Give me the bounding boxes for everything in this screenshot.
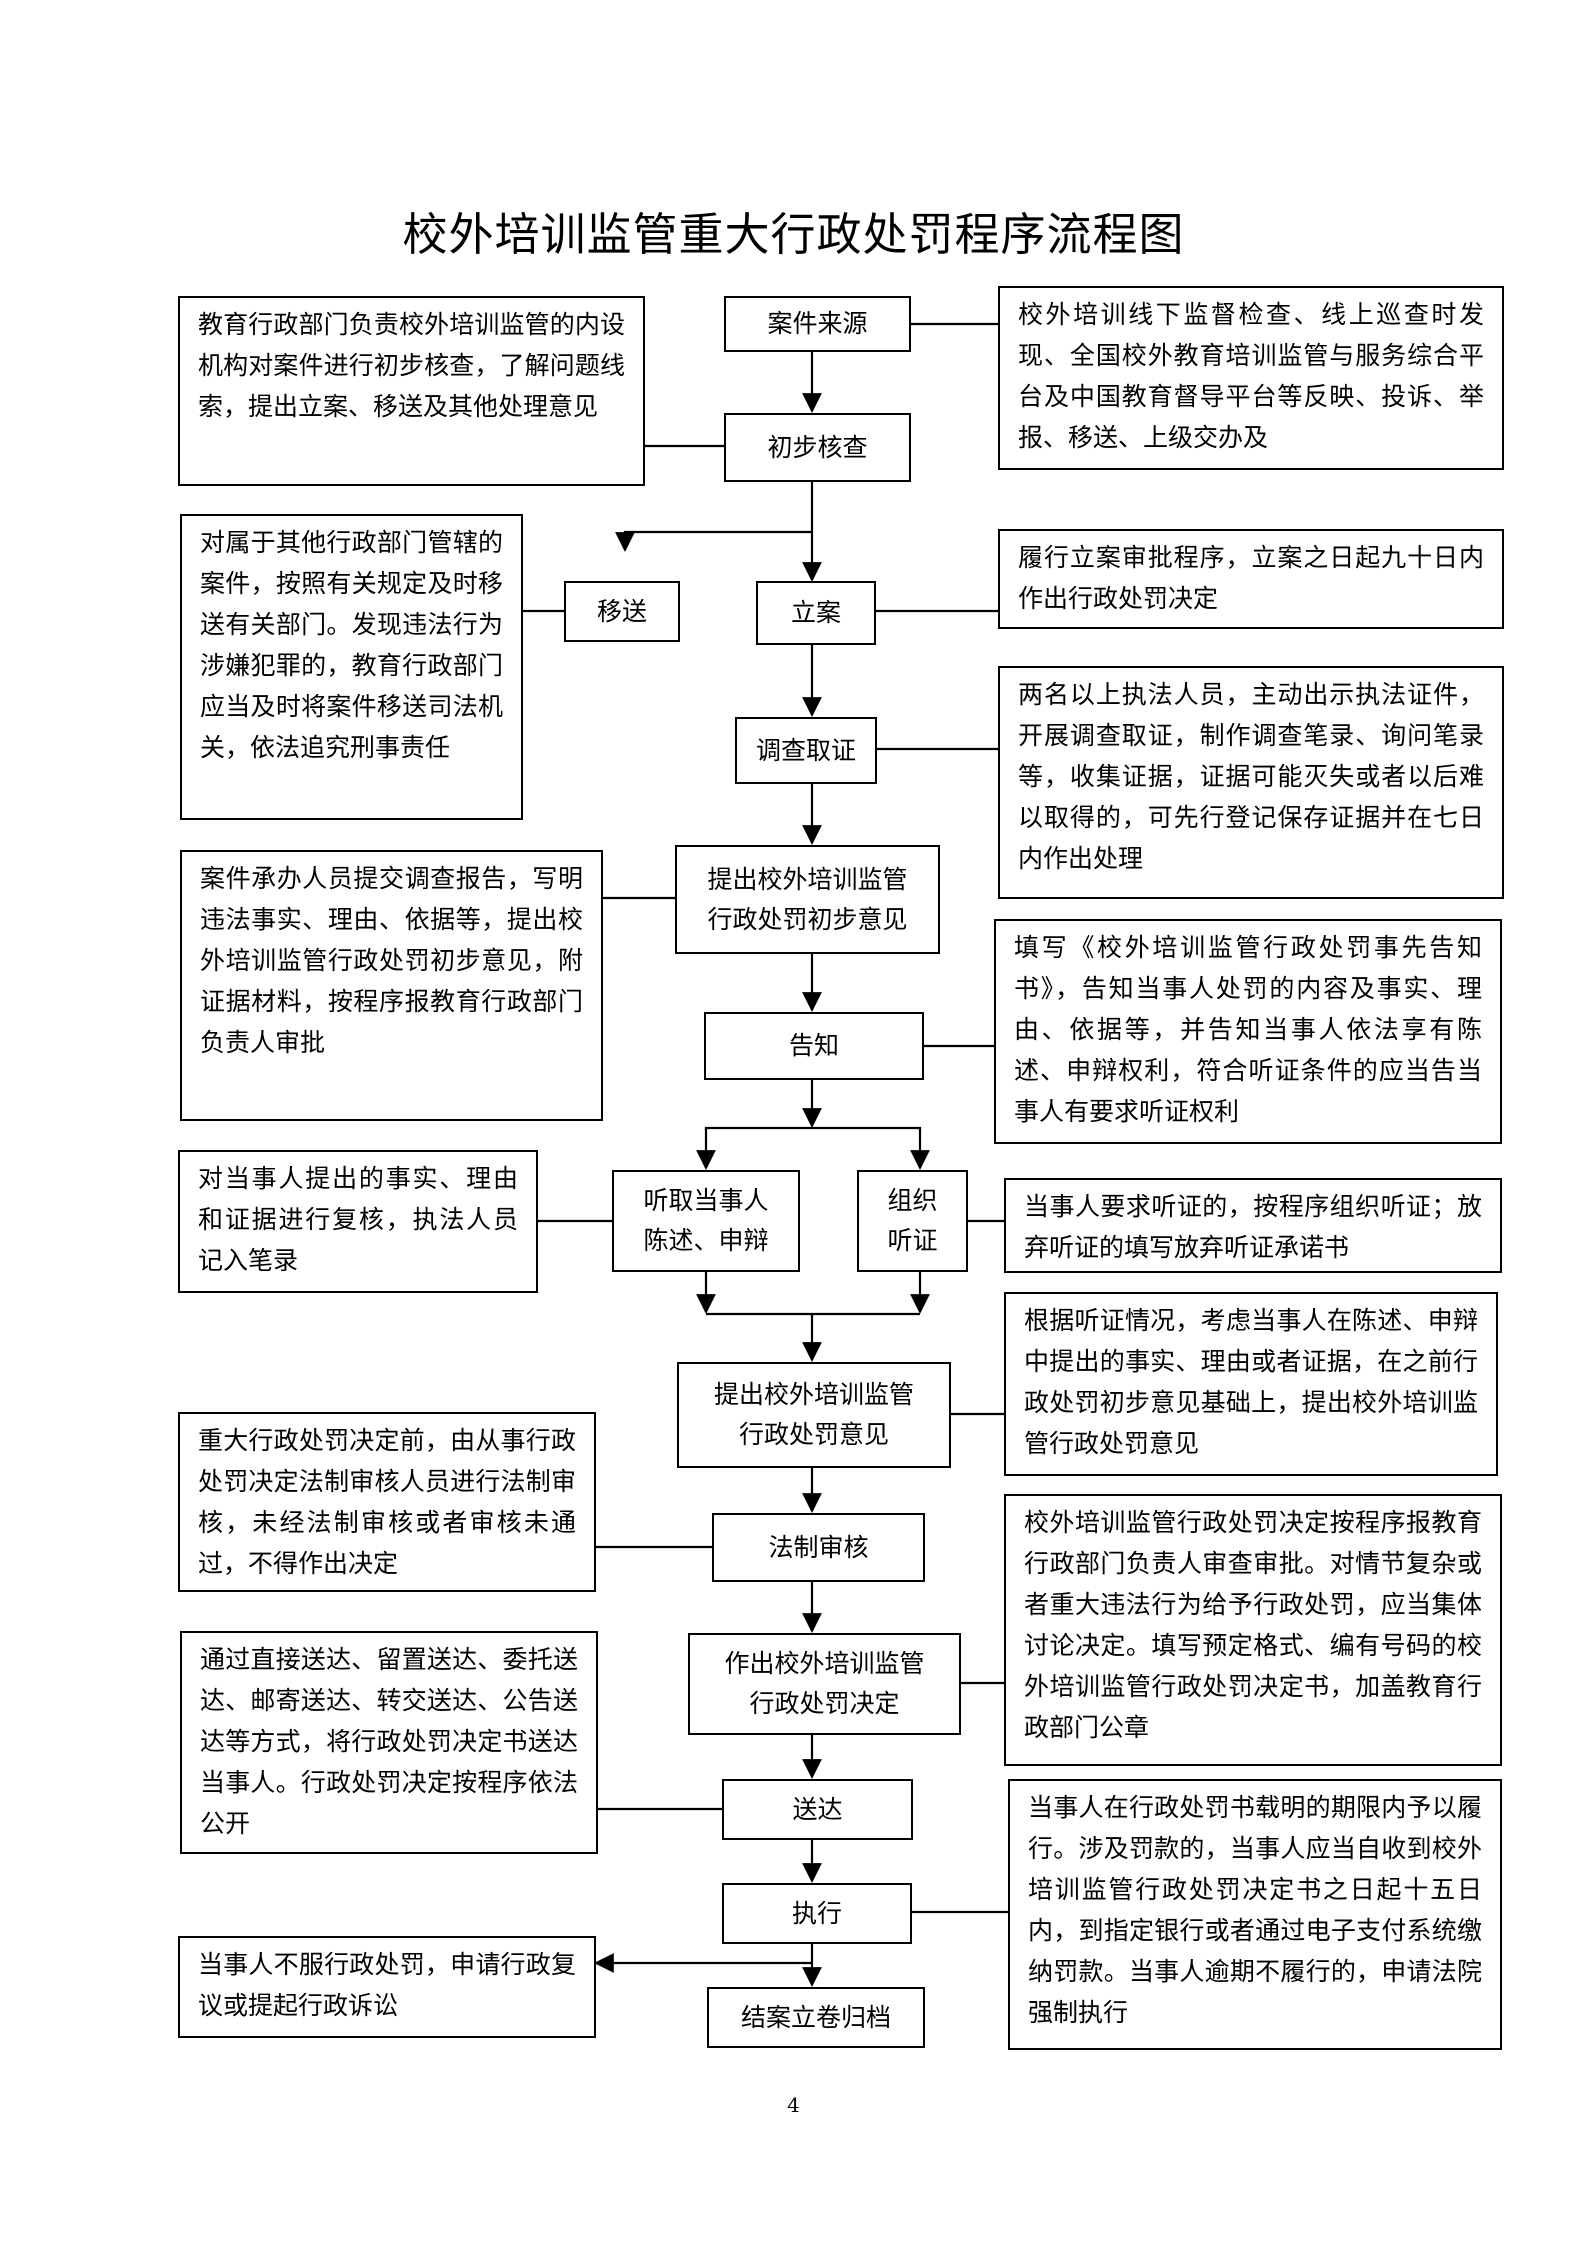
- note-appeal: 当事人不服行政处罚，申请行政复议或提起行政诉讼: [178, 1936, 596, 2038]
- note-text: 校外培训监管行政处罚决定按程序报教育行政部门负责人审查审批。对情节复杂或者重大违…: [1024, 1508, 1482, 1742]
- note-text: 履行立案审批程序，立案之日起九十日内作出行政处罚决定: [1018, 543, 1484, 613]
- step-punishment-opinion: 提出校外培训监管 行政处罚意见: [677, 1362, 951, 1468]
- step-label-line2: 行政处罚初步意见: [707, 904, 908, 934]
- split-bar: [704, 1126, 922, 1130]
- note-text: 通过直接送达、留置送达、委托送达、邮寄送达、转交送达、公告送达等方式，将行政处罚…: [200, 1645, 578, 1838]
- step-label-line1: 提出校外培训监管: [713, 1380, 914, 1409]
- step-investigation: 调查取证: [735, 717, 877, 784]
- step-label: 结案立卷归档: [740, 2002, 891, 2032]
- step-label: 送达: [792, 1794, 843, 1824]
- arrow-check-to-transfer: [615, 530, 812, 552]
- note-investigation: 两名以上执法人员，主动出示执法证件，开展调查取证，制作调查笔录、询问笔录等，收集…: [998, 666, 1504, 899]
- step-delivery: 送达: [722, 1779, 913, 1840]
- note-text: 案件承办人员提交调查报告，写明违法事实、理由、依据等，提出校外培训监管行政处罚初…: [200, 864, 583, 1057]
- step-notify: 告知: [704, 1012, 924, 1080]
- note-punishment-opinion: 根据听证情况，考虑当事人在陈述、申辩中提出的事实、理由或者证据，在之前行政处罚初…: [1004, 1292, 1498, 1476]
- note-text: 重大行政处罚决定前，由从事行政处罚决定法制审核人员进行法制审核，未经法制审核或者…: [198, 1426, 576, 1578]
- note-text: 根据听证情况，考虑当事人在陈述、申辩中提出的事实、理由或者证据，在之前行政处罚初…: [1024, 1306, 1478, 1458]
- step-legal-review: 法制审核: [712, 1513, 925, 1582]
- note-text: 两名以上执法人员，主动出示执法证件，开展调查取证，制作调查笔录、询问笔录等，收集…: [1018, 680, 1484, 873]
- note-preliminary-opinion: 案件承办人员提交调查报告，写明违法事实、理由、依据等，提出校外培训监管行政处罚初…: [180, 850, 603, 1121]
- note-text: 当事人不服行政处罚，申请行政复议或提起行政诉讼: [198, 1950, 576, 2020]
- step-label-line2: 行政处罚意见: [738, 1420, 889, 1449]
- page-title: 校外培训监管重大行政处罚程序流程图: [402, 208, 1185, 261]
- note-text: 当事人要求听证的，按程序组织听证；放弃听证的填写放弃听证承诺书: [1024, 1192, 1482, 1262]
- note-preliminary-check: 教育行政部门负责校外培训监管的内设机构对案件进行初步核查，了解问题线索，提出立案…: [178, 296, 645, 486]
- note-text: 对属于其他行政部门管辖的案件，按照有关规定及时移送有关部门。发现违法行为涉嫌犯罪…: [200, 528, 503, 762]
- step-decision: 作出校外培训监管 行政处罚决定: [688, 1633, 961, 1735]
- note-transfer: 对属于其他行政部门管辖的案件，按照有关规定及时移送有关部门。发现违法行为涉嫌犯罪…: [180, 514, 523, 820]
- note-delivery: 通过直接送达、留置送达、委托送达、邮寄送达、转交送达、公告送达等方式，将行政处罚…: [180, 1631, 598, 1854]
- note-statement: 对当事人提出的事实、理由和证据进行复核，执法人员记入笔录: [178, 1150, 538, 1293]
- step-transfer: 移送: [564, 581, 680, 642]
- step-archive: 结案立卷归档: [707, 1987, 925, 2048]
- step-label: 调查取证: [755, 735, 856, 765]
- step-label: 初步核查: [767, 432, 868, 462]
- step-hearing: 组织 听证: [857, 1170, 968, 1272]
- step-label-line1: 听取当事人: [643, 1186, 769, 1215]
- note-text: 校外培训线下监督检查、线上巡查时发现、全国校外教育培训监管与服务综合平台及中国教…: [1018, 300, 1484, 452]
- note-hearing: 当事人要求听证的，按程序组织听证；放弃听证的填写放弃听证承诺书: [1004, 1178, 1502, 1273]
- step-label: 案件来源: [767, 309, 868, 338]
- note-case-source: 校外培训线下监督检查、线上巡查时发现、全国校外教育培训监管与服务综合平台及中国教…: [998, 286, 1504, 470]
- note-text: 当事人在行政处罚书载明的期限内予以履行。涉及罚款的，当事人应当自收到校外培训监管…: [1028, 1793, 1482, 2027]
- note-filing: 履行立案审批程序，立案之日起九十日内作出行政处罚决定: [998, 529, 1504, 629]
- step-label: 告知: [788, 1031, 839, 1060]
- note-notify: 填写《校外培训监管行政处罚事先告知书》，告知当事人处罚的内容及事实、理由、依据等…: [994, 919, 1502, 1144]
- step-label-line1: 组织: [887, 1186, 938, 1215]
- note-text: 教育行政部门负责校外培训监管的内设机构对案件进行初步核查，了解问题线索，提出立案…: [198, 310, 625, 421]
- step-label-line1: 作出校外培训监管: [724, 1649, 925, 1678]
- step-preliminary-check: 初步核查: [724, 413, 911, 482]
- note-text: 对当事人提出的事实、理由和证据进行复核，执法人员记入笔录: [198, 1164, 518, 1275]
- step-label-line2: 行政处罚决定: [749, 1689, 900, 1718]
- step-execution: 执行: [722, 1883, 912, 1944]
- step-filing: 立案: [756, 581, 876, 645]
- note-decision: 校外培训监管行政处罚决定按程序报教育行政部门负责人审查审批。对情节复杂或者重大违…: [1004, 1494, 1502, 1766]
- note-execution: 当事人在行政处罚书载明的期限内予以履行。涉及罚款的，当事人应当自收到校外培训监管…: [1008, 1779, 1502, 2050]
- step-label-line2: 陈述、申辩: [643, 1226, 769, 1255]
- step-preliminary-opinion: 提出校外培训监管 行政处罚初步意见: [675, 845, 940, 954]
- step-label: 立案: [790, 598, 841, 627]
- note-legal-review: 重大行政处罚决定前，由从事行政处罚决定法制审核人员进行法制审核，未经法制审核或者…: [178, 1412, 596, 1592]
- page-number: 4: [787, 2093, 800, 2117]
- step-label: 执行: [791, 1898, 842, 1928]
- step-case-source: 案件来源: [724, 296, 911, 352]
- step-hear-statement: 听取当事人 陈述、申辩: [612, 1170, 800, 1272]
- step-label-line2: 听证: [887, 1226, 938, 1255]
- step-label: 移送: [596, 596, 647, 626]
- step-label-line1: 提出校外培训监管: [707, 864, 908, 894]
- note-text: 填写《校外培训监管行政处罚事先告知书》，告知当事人处罚的内容及事实、理由、依据等…: [1014, 933, 1482, 1126]
- step-label: 法制审核: [768, 1532, 869, 1562]
